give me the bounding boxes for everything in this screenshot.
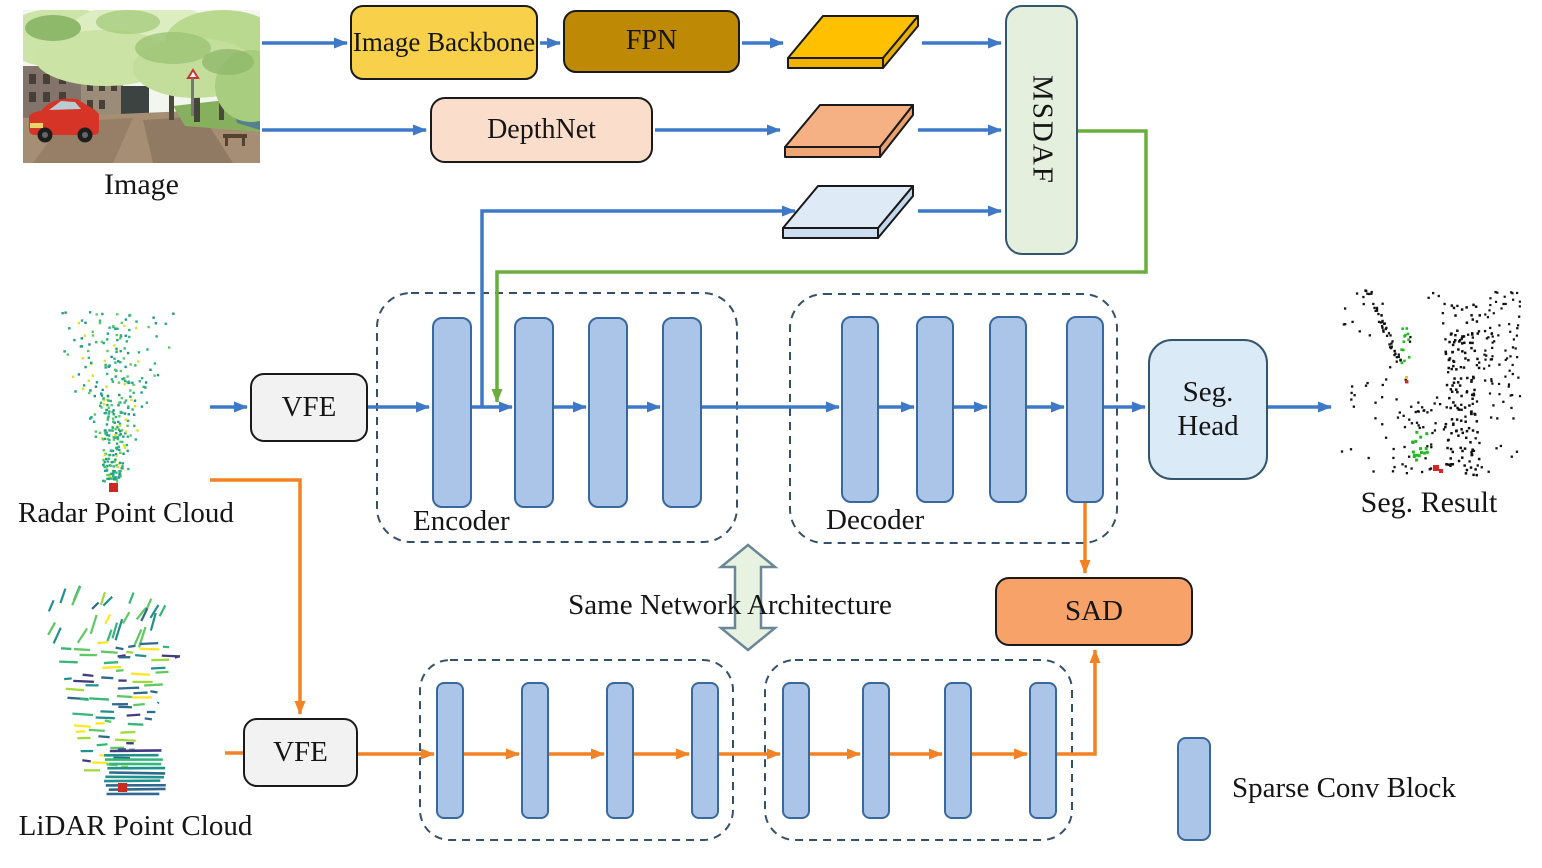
arrow-msdaf-to-encoder [491, 129, 1148, 403]
msdaf-node: MSDAF [1005, 5, 1078, 255]
image-backbone-node: Image Backbone [350, 5, 538, 80]
vfe-label: VFE [281, 390, 337, 423]
seg-head-label: Seg. Head [1177, 375, 1239, 442]
sparse-conv-block [432, 317, 472, 508]
sparse-conv-block [1029, 682, 1057, 819]
image-feature-slab [787, 15, 919, 69]
green-arrows [491, 129, 1148, 403]
sparse-conv-block [1066, 316, 1104, 503]
sparse-conv-block [436, 682, 464, 819]
msdaf-label: MSDAF [1026, 75, 1059, 185]
encoder-caption: Encoder [413, 505, 510, 537]
sparse-conv-block [521, 682, 549, 819]
sparse-conv-block [606, 682, 634, 819]
sparse-conv-block [691, 682, 719, 819]
legend-sparse-conv-block [1177, 737, 1211, 841]
same-network-note: Same Network Architecture [568, 589, 892, 621]
decoder-dashed-box [789, 293, 1118, 544]
arrow-lidar-decoder-to-sad [1056, 649, 1101, 756]
legend-caption: Sparse Conv Block [1232, 772, 1456, 804]
seg-result-image [1335, 283, 1523, 478]
camera-image [1, 3, 287, 163]
sparse-conv-block [782, 682, 810, 819]
image-backbone-label: Image Backbone [352, 26, 536, 57]
lidar-decoder-dashed-box [764, 659, 1073, 841]
red-car [29, 98, 99, 143]
radar-point-cloud-image [23, 305, 208, 495]
lidar-vfe-node: VFE [243, 718, 358, 787]
sparse-conv-blocks [432, 316, 1211, 841]
sparse-conv-block [989, 316, 1027, 503]
arrow-radar-to-lidar-vfe [210, 478, 306, 715]
blue-arrows [210, 37, 1332, 413]
encoder-dashed-box [376, 292, 738, 543]
depthnet-node: DepthNet [430, 97, 653, 163]
sad-node: SAD [995, 577, 1193, 646]
orange-arrows [210, 478, 1101, 760]
arrow-encoder-branch-to-slab [480, 205, 796, 407]
lidar-encoder-dashed-box [419, 659, 734, 841]
sparse-conv-block [841, 316, 879, 503]
radar-caption: Radar Point Cloud [18, 497, 234, 529]
dashed-containers [376, 292, 1118, 841]
seg-head-node: Seg. Head [1148, 339, 1268, 480]
lidar-point-cloud-image [18, 585, 225, 803]
fpn-node: FPN [563, 10, 740, 73]
vfe-label: VFE [273, 735, 328, 768]
feature-slabs [782, 15, 919, 239]
fpn-label: FPN [625, 25, 678, 57]
sparse-conv-block [862, 682, 890, 819]
sparse-conv-block [944, 682, 972, 819]
double-arrow [717, 543, 779, 652]
sparse-conv-block [514, 317, 554, 508]
decoder-caption: Decoder [826, 504, 925, 536]
sparse-conv-block [916, 316, 954, 503]
sparse-conv-block [662, 317, 702, 508]
sparse-conv-block [588, 317, 628, 508]
street-scene-illustration [1, 3, 287, 163]
image-caption: Image [104, 168, 179, 201]
depthnet-label: DepthNet [487, 113, 596, 145]
depth-feature-slab [784, 104, 914, 158]
point-feature-slab [782, 185, 914, 239]
radar-vfe-node: VFE [250, 373, 368, 442]
seg-result-caption: Seg. Result [1360, 486, 1498, 519]
lidar-caption: LiDAR Point Cloud [18, 810, 253, 842]
sad-label: SAD [1064, 594, 1123, 627]
